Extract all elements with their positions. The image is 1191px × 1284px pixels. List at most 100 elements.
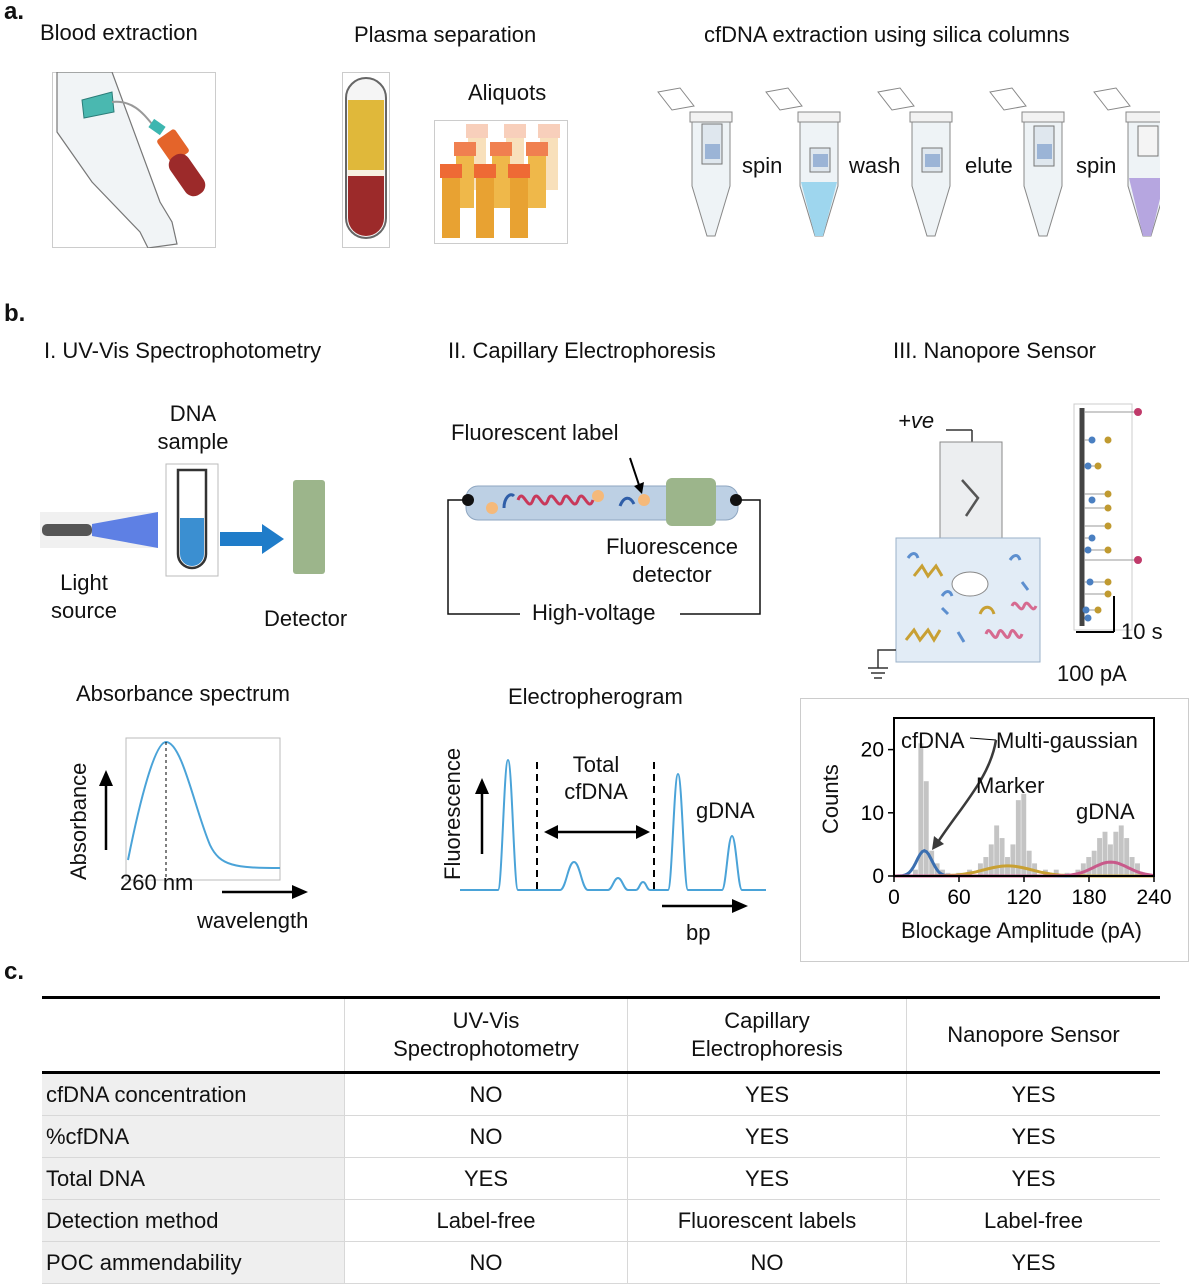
blood-draw-illustration bbox=[52, 72, 216, 248]
bp-label: bp bbox=[686, 920, 711, 945]
row-label: cfDNA concentration bbox=[42, 1072, 345, 1116]
electropherogram-title: Electropherogram bbox=[508, 684, 683, 709]
step-elute: elute bbox=[965, 153, 1013, 178]
total-cfdna-line-1: Total bbox=[572, 752, 620, 777]
arrow-right-icon bbox=[292, 885, 308, 899]
arrow-left-icon bbox=[544, 825, 558, 839]
flashlight-icon bbox=[42, 524, 92, 536]
fluorescence-detector-line-1: Fluorescence bbox=[605, 534, 739, 559]
y-tick-label: 20 bbox=[861, 739, 884, 762]
histogram-bar bbox=[1118, 825, 1124, 876]
nanopore-setup bbox=[868, 403, 1142, 679]
light-source-label: Light source bbox=[40, 569, 128, 625]
histogram-bar bbox=[1026, 850, 1032, 876]
silica-column-tubes bbox=[657, 87, 1160, 237]
table-cell: YES bbox=[627, 1115, 907, 1158]
x-ticks: 0 60 120 180 240 bbox=[888, 876, 1172, 909]
histogram-bar bbox=[1080, 863, 1086, 876]
column-tube-3 bbox=[877, 87, 953, 237]
current-scale-label: 100 pA bbox=[1057, 661, 1127, 686]
electropherogram-plot bbox=[460, 758, 766, 913]
histogram-bar bbox=[983, 857, 989, 876]
dna-sample-line-1: DNA bbox=[169, 401, 217, 426]
cfdna-extraction-title: cfDNA extraction using silica columns bbox=[704, 22, 1070, 47]
peak-260nm-label: 260 nm bbox=[120, 870, 194, 895]
table-cell: YES bbox=[906, 1072, 1160, 1116]
total-cfdna-label: Total cfDNA bbox=[556, 751, 636, 805]
table-cell: Fluorescent labels bbox=[627, 1199, 907, 1242]
cfdna-annotation: cfDNA bbox=[901, 728, 965, 753]
histogram-bar bbox=[999, 838, 1005, 876]
histogram-bar bbox=[1102, 831, 1108, 876]
fluorescence-axis-label: Fluorescence bbox=[440, 747, 465, 880]
multi-gaussian-annotation: Multi-gaussian bbox=[996, 728, 1138, 753]
table-row: cfDNA concentration NO YES YES bbox=[42, 1072, 1160, 1116]
column-tube-2 bbox=[765, 87, 841, 237]
histogram-bar bbox=[1107, 844, 1113, 876]
high-voltage-label: High-voltage bbox=[532, 600, 656, 625]
x-tick-label: 180 bbox=[1071, 886, 1106, 909]
table-cell: Label-free bbox=[906, 1199, 1160, 1242]
histogram-bar bbox=[1113, 831, 1119, 876]
capillary-setup bbox=[447, 457, 761, 615]
arrow-up-icon bbox=[475, 778, 489, 794]
table-cell: YES bbox=[906, 1241, 1160, 1284]
histogram-bar bbox=[994, 825, 1000, 876]
x-tick-label: 120 bbox=[1006, 886, 1041, 909]
histogram-bar bbox=[1086, 857, 1092, 876]
table-row: Detection method Label-free Fluorescent … bbox=[42, 1199, 1160, 1242]
histogram-bar bbox=[912, 869, 918, 876]
x-tick-label: 240 bbox=[1136, 886, 1171, 909]
capillary-title: II. Capillary Electrophoresis bbox=[448, 338, 716, 363]
table-header-ce: Capillary Electrophoresis bbox=[627, 996, 907, 1074]
light-source-line-2: source bbox=[50, 598, 118, 623]
histogram-bar bbox=[1097, 838, 1103, 876]
histogram-bar bbox=[1124, 838, 1130, 876]
column-tube-4 bbox=[989, 87, 1065, 237]
step-wash: wash bbox=[849, 153, 901, 178]
gdna-label: gDNA bbox=[696, 798, 755, 823]
histogram-bar bbox=[923, 781, 929, 876]
table-row: Total DNA YES YES YES bbox=[42, 1157, 1160, 1200]
column-tube-5 bbox=[1093, 87, 1160, 237]
panel-c-label: c. bbox=[4, 958, 25, 985]
arrow-right-icon bbox=[636, 825, 650, 839]
step-spin-2: spin bbox=[1076, 153, 1117, 178]
table-header-uv: UV-Vis Spectrophotometry bbox=[344, 996, 628, 1074]
histogram-bar bbox=[1053, 869, 1059, 876]
row-label: %cfDNA bbox=[42, 1115, 345, 1158]
histogram-bar bbox=[918, 743, 924, 876]
x-tick-label: 60 bbox=[947, 886, 970, 909]
wavelength-label: wavelength bbox=[197, 908, 309, 933]
table-cell: YES bbox=[627, 1157, 907, 1200]
table-cell: YES bbox=[627, 1072, 907, 1116]
x-tick-label: 0 bbox=[888, 886, 900, 909]
blockage-histogram: 0 60 120 180 240 0 10 20 bbox=[800, 698, 1189, 962]
histogram-bar bbox=[1015, 800, 1021, 876]
table-cell: NO bbox=[344, 1241, 628, 1284]
histogram-bar bbox=[1129, 857, 1135, 876]
table-cell: YES bbox=[906, 1157, 1160, 1200]
fluorescent-label-text: Fluorescent label bbox=[451, 420, 619, 445]
row-label: Total DNA bbox=[42, 1157, 345, 1200]
uv-vis-title: I. UV-Vis Spectrophotometry bbox=[44, 338, 322, 363]
column-tube-1 bbox=[657, 87, 733, 237]
table-header-empty bbox=[42, 996, 345, 1074]
table-cell: Label-free bbox=[344, 1199, 628, 1242]
panel-b-label: b. bbox=[4, 300, 26, 327]
panel-a-label: a. bbox=[4, 0, 25, 25]
dna-sample-line-2: sample bbox=[157, 429, 229, 454]
dna-sample-label: DNA sample bbox=[150, 400, 236, 456]
table-cell: NO bbox=[344, 1072, 628, 1116]
arrow-right-icon bbox=[262, 524, 284, 554]
fluorescence-detector-line-2: detector bbox=[632, 562, 712, 587]
arrow-up-icon bbox=[99, 770, 113, 786]
y-tick-label: 10 bbox=[861, 802, 884, 825]
table-cell: YES bbox=[906, 1115, 1160, 1158]
blockage-axis-label: Blockage Amplitude (pA) bbox=[901, 918, 1142, 943]
table-cell: NO bbox=[627, 1241, 907, 1284]
table-cell: NO bbox=[344, 1115, 628, 1158]
total-cfdna-line-2: cfDNA bbox=[564, 779, 628, 804]
nanopore-title: III. Nanopore Sensor bbox=[893, 338, 1097, 363]
